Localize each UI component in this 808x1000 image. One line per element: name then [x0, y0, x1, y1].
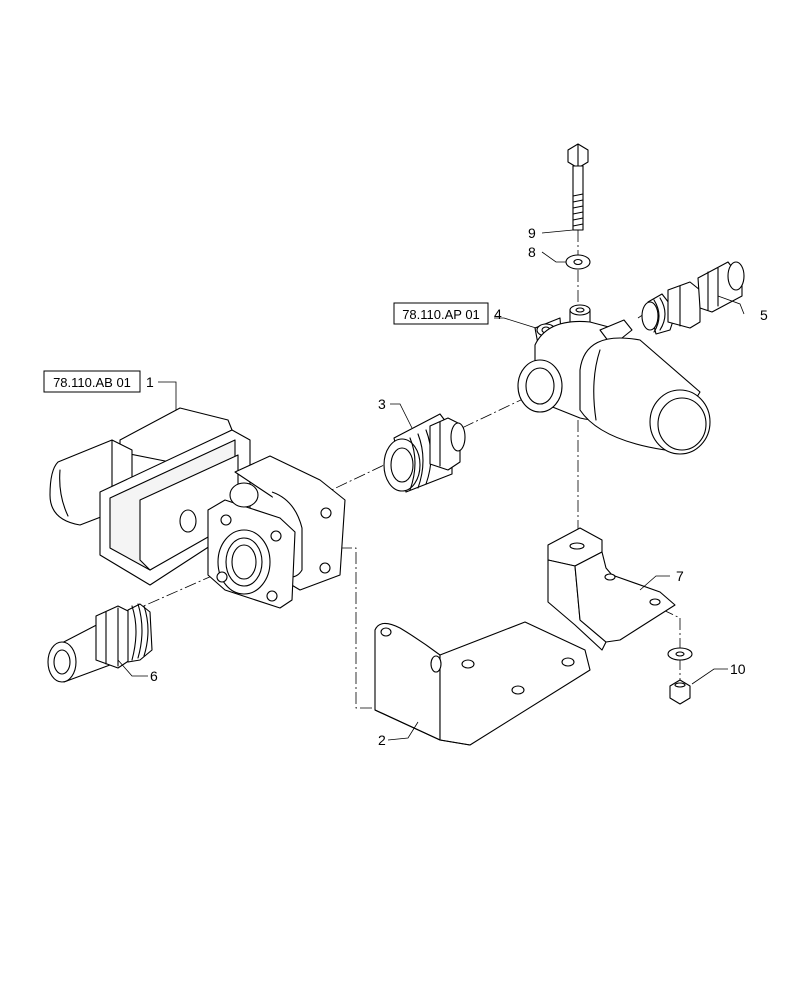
threaded-fitting-part-3: [383, 413, 466, 493]
bracket-part-2: [374, 621, 591, 746]
solenoid-valve-part-1: [49, 407, 346, 609]
callout-9: 9: [528, 225, 536, 241]
callout-4: 4: [494, 306, 502, 322]
washer-part-8: [565, 254, 591, 270]
ref-box-ab[interactable]: 78.110.AB 01: [43, 370, 141, 393]
callout-8: 8: [528, 244, 536, 260]
callout-numbers: 1 2 3 4 5 6 7 8 9 10: [146, 225, 768, 748]
barb-fitting-part-6: [47, 603, 153, 683]
nut-washer-part-10: [667, 647, 693, 705]
callout-3: 3: [378, 396, 386, 412]
bolt-part-9: [567, 143, 589, 231]
callout-1: 1: [146, 374, 154, 390]
callout-10: 10: [730, 661, 746, 677]
callout-6: 6: [150, 668, 158, 684]
bracket-part-7: [547, 527, 676, 651]
callout-2: 2: [378, 732, 386, 748]
barb-fitting-part-5: [641, 261, 745, 335]
callout-7: 7: [676, 568, 684, 584]
callout-5: 5: [760, 307, 768, 323]
ref-box-ab-label: 78.110.AB 01: [53, 375, 131, 390]
valve-body-part-4: [517, 304, 711, 455]
ref-box-ap[interactable]: 78.110.AP 01: [393, 302, 489, 325]
ref-box-ap-label: 78.110.AP 01: [402, 307, 480, 322]
leader-lines: [117, 229, 745, 741]
